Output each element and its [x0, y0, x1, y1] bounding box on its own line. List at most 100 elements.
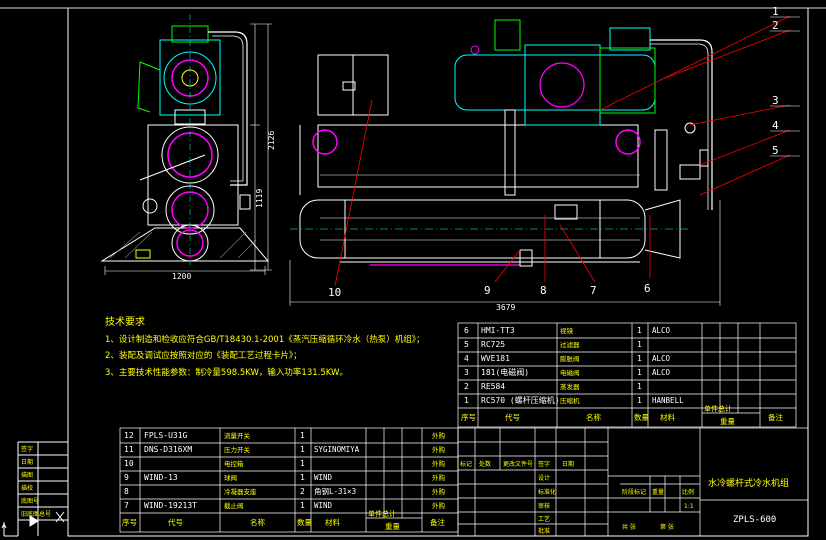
header-name: 名称	[586, 412, 601, 422]
dim-side-length: 3679	[496, 303, 515, 312]
table-cell-name: 视镜	[560, 326, 574, 335]
tech-req-item-3: 3、主要技术性能参数：制冷量598.5KW，输入功率131.5KW。	[105, 367, 348, 378]
table-cell-material: WIND	[314, 473, 333, 482]
table-cell-qty: 1	[637, 340, 642, 349]
table-cell-no: 4	[464, 354, 469, 363]
table-cell-remark: 外购	[432, 501, 446, 510]
margin-label: 描校	[21, 484, 33, 492]
tb-scale-value: 1:1	[684, 503, 694, 510]
callout-5: 5	[772, 144, 779, 157]
table-cell-code: WVE181	[481, 354, 510, 363]
table-cell-qty: 1	[637, 368, 642, 377]
table-cell-name: 膨胀阀	[560, 354, 580, 363]
dim-end-width: 1200	[172, 272, 191, 281]
header-unit-total: 单件总计	[368, 509, 396, 518]
table-cell-remark: 外购	[432, 445, 446, 454]
callout-2: 2	[772, 19, 779, 32]
table-cell-qty: 1	[300, 445, 305, 454]
table-cell-no: 6	[464, 326, 469, 335]
header-name: 名称	[250, 517, 265, 527]
table-cell-name: 压力开关	[224, 445, 251, 454]
table-cell-code: WIND-19213T	[144, 501, 197, 510]
callout-7: 7	[590, 284, 597, 297]
tb-label-count: 处数	[479, 460, 491, 468]
table-cell-no: 8	[124, 487, 129, 496]
header-code: 代号	[505, 412, 520, 422]
table-cell-remark: 外购	[432, 459, 446, 468]
table-cell-no: 1	[464, 396, 469, 405]
table-cell-name: 球阀	[224, 473, 237, 482]
table-cell-material: ALCO	[652, 326, 671, 335]
table-cell-qty: 1	[300, 431, 305, 440]
table-cell-name: 蒸发器	[560, 382, 580, 391]
end-view: 1200 2126 1119	[100, 14, 276, 281]
header-weight: 重量	[385, 522, 400, 531]
table-cell-qty: 1	[300, 459, 305, 468]
product-name: 水冷螺杆式冷水机组	[708, 477, 789, 489]
drawing-number: ZPLS-600	[733, 515, 776, 525]
tb-label-stage: 阶段标记	[622, 488, 646, 496]
drawing-border	[0, 7, 826, 537]
table-cell-remark: 外购	[432, 431, 446, 440]
table-cell-name: 截止阀	[224, 501, 244, 510]
tb-label-weight: 重量	[652, 488, 664, 496]
margin-label: 签字	[21, 445, 33, 453]
table-cell-qty: 1	[637, 326, 642, 335]
table-cell-no: 3	[464, 368, 469, 377]
header-remark: 备注	[768, 412, 783, 422]
callout-10: 10	[328, 286, 341, 299]
table-cell-qty: 1	[300, 501, 305, 510]
table-cell-qty: 1	[637, 382, 642, 391]
table-cell-no: 5	[464, 340, 469, 349]
tb-label-design: 设计	[538, 474, 550, 482]
table-cell-name: 流量开关	[224, 431, 251, 440]
side-view: 3679	[289, 15, 800, 312]
table-cell-material: 角钢L-31×3	[314, 486, 356, 496]
table-cell-qty: 1	[637, 354, 642, 363]
dim-end-height-lower: 1119	[255, 189, 264, 208]
tb-label-review: 审核	[538, 502, 550, 510]
table-cell-name: 电控箱	[224, 459, 244, 468]
tb-label-sign: 签字	[538, 460, 550, 468]
title-block: 标记 处数 更改文件号 签字 日期 设计 审核 工艺 标准化 批准 阶段标记 重…	[457, 427, 809, 537]
tb-label-approve: 批准	[538, 527, 550, 535]
tb-label-standard: 标准化	[538, 488, 556, 496]
table-cell-material: ALCO	[652, 354, 671, 363]
table-cell-code: WIND-13	[144, 473, 178, 482]
table-cell-remark: 外购	[432, 487, 446, 496]
table-cell-material: HANBELL	[652, 396, 684, 405]
tech-req-item-2: 2、装配及调试应按照对应的《装配工艺过程卡片》；	[105, 350, 302, 361]
table-cell-qty: 1	[637, 396, 642, 405]
margin-label: 旧底图总号	[21, 510, 51, 518]
header-qty: 数量	[297, 517, 312, 527]
callout-6: 6	[644, 282, 651, 295]
callout-labels: 1 2 3 4 5 6 7 8 9 10	[328, 5, 779, 299]
tb-label-total-sheets: 共 张	[622, 523, 636, 531]
table-cell-no: 9	[124, 473, 129, 482]
technical-requirements: 技术要求 1、设计制造和检收应符合GB/T18430.1-2001《蒸汽压缩循环…	[105, 315, 424, 378]
ucs-icon	[1, 511, 65, 537]
margin-label: 描图	[21, 471, 33, 479]
tech-req-title: 技术要求	[105, 315, 145, 328]
table-cell-name: 过滤器	[560, 340, 580, 349]
table-cell-name: 压缩机	[560, 396, 580, 405]
table-cell-name: 冷凝器支座	[224, 487, 257, 496]
header-material: 材料	[325, 517, 340, 527]
table-cell-qty: 2	[300, 487, 305, 496]
table-cell-code: FPLS-U31G	[144, 431, 188, 440]
callout-3: 3	[772, 94, 779, 107]
header-material: 材料	[660, 412, 675, 422]
left-margin-labels: 签字 日期 描图 描校 底图号 旧底图总号	[21, 445, 51, 518]
table-cell-name: 电磁阀	[560, 368, 580, 377]
table-cell-material: ALCO	[652, 368, 671, 377]
header-no: 序号	[122, 517, 137, 527]
header-no: 序号	[461, 412, 476, 422]
table-cell-code: RE584	[481, 382, 505, 391]
callout-4: 4	[772, 119, 779, 132]
tb-label-change-doc: 更改文件号	[503, 460, 533, 468]
